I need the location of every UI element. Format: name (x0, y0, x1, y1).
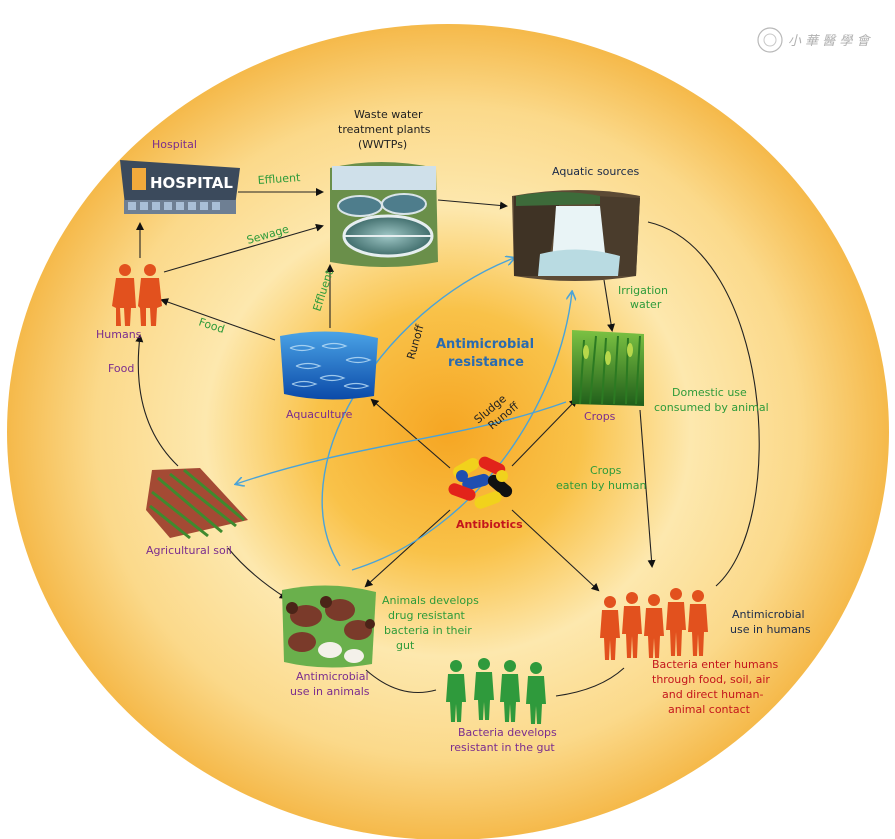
label-bacteria-enter-3: and direct human- (662, 688, 764, 701)
hospital-building-icon: HOSPITAL (120, 160, 240, 214)
humans-label: Humans (96, 328, 142, 341)
label-animals-develop-2: drug resistant (388, 609, 466, 622)
node-humans: Humans (96, 264, 162, 341)
edge-sludge-soil (236, 401, 567, 484)
edge-gut-humans (555, 667, 625, 697)
aquatic-label: Aquatic sources (552, 165, 639, 178)
edge-antibiotics-humanuse (511, 509, 600, 592)
waterfall-icon (512, 190, 640, 281)
capsules-icon (448, 456, 513, 509)
node-antibiotics: Antibiotics (448, 456, 523, 531)
node-wwtp: Waste water treatment plants (WWTPs) (330, 108, 438, 267)
edge-aquatic-humanuse-arc (647, 221, 760, 587)
edge-humans-wwtp (163, 223, 324, 273)
antibiotics-label: Antibiotics (456, 518, 523, 531)
label-crops-human-1: Crops (590, 464, 622, 477)
node-gut: Bacteria develops resistant in the gut (446, 658, 557, 754)
treatment-plant-icon (330, 162, 438, 267)
human-silhouettes-icon (600, 588, 708, 660)
gut-label-2: resistant in the gut (450, 741, 555, 754)
edge-crops-humans (639, 409, 656, 568)
node-crops: Crops (572, 330, 644, 423)
center-title: Antimicrobial resistance (436, 337, 534, 370)
fish-school-icon (280, 331, 378, 400)
agri-soil-label: Agricultural soil (146, 544, 232, 557)
node-animals: Antimicrobial use in animals (282, 585, 376, 698)
edge-runoff-aquatic-2 (351, 292, 572, 571)
label-bacteria-enter-2: through food, soil, air (652, 673, 770, 686)
edge-antibiotics-animals (364, 509, 451, 588)
edge-aquatic-crops (603, 279, 616, 332)
seal-icon (757, 27, 783, 53)
label-bacteria-enter-4: animal contact (668, 703, 751, 716)
people-icon (112, 264, 162, 326)
label-animals-develop-4: gut (396, 639, 415, 652)
node-human-use: Antimicrobial use in humans (600, 588, 811, 660)
label-effluent-top: Effluent (257, 171, 301, 187)
watermark: 小 華 醫 學 會 (757, 27, 872, 53)
label-food-left: Food (108, 362, 134, 375)
crops-label: Crops (584, 410, 616, 423)
edge-antibiotics-crops (511, 398, 578, 467)
edge-soil-humans (135, 334, 179, 467)
node-aquaculture: Aquaculture (280, 331, 378, 421)
label-irrigation-2: water (630, 298, 662, 311)
wwtp-label-3: (WWTPs) (358, 138, 407, 151)
humanuse-label-2: use in humans (730, 623, 811, 636)
node-hospital: Hospital HOSPITAL (120, 138, 240, 214)
edge-wwtp-aquatic (437, 199, 508, 210)
wwtp-label-1: Waste water (354, 108, 423, 121)
edges (135, 188, 760, 697)
animals-label-2: use in animals (290, 685, 370, 698)
hospital-label: Hospital (152, 138, 197, 151)
edge-animals-gut (365, 669, 437, 694)
hospital-sign: HOSPITAL (150, 174, 233, 192)
aquaculture-label: Aquaculture (286, 408, 353, 421)
watermark-text: 小 華 醫 學 會 (788, 34, 872, 49)
label-domestic-2: consumed by animal (654, 401, 769, 414)
edge-soil-animals (227, 547, 288, 600)
center-title-line2: resistance (448, 355, 524, 370)
label-domestic-1: Domestic use (672, 386, 747, 399)
farm-field-icon (146, 468, 248, 540)
wwtp-label-2: treatment plants (338, 123, 431, 136)
background-disc (7, 24, 889, 839)
label-animals-develop-3: bacteria in their (384, 624, 472, 637)
edge-aquaculture-humans (160, 298, 276, 341)
label-animals-develop-1: Animals develops (382, 594, 479, 607)
humanuse-label-1: Antimicrobial (732, 608, 805, 621)
animals-label-1: Antimicrobial (296, 670, 369, 683)
label-crops-human-2: eaten by human (556, 479, 646, 492)
livestock-icon (282, 585, 376, 668)
edge-antibiotics-aquaculture (370, 398, 451, 469)
node-aquatic: Aquatic sources (512, 165, 640, 281)
corn-field-icon (572, 330, 644, 406)
label-bacteria-enter-1: Bacteria enter humans (652, 658, 778, 671)
label-irrigation-1: Irrigation (618, 284, 668, 297)
center-title-line1: Antimicrobial (436, 337, 534, 352)
gut-label-1: Bacteria develops (458, 726, 557, 739)
human-silhouettes-icon (446, 658, 546, 724)
node-agri-soil: Agricultural soil (146, 468, 248, 557)
